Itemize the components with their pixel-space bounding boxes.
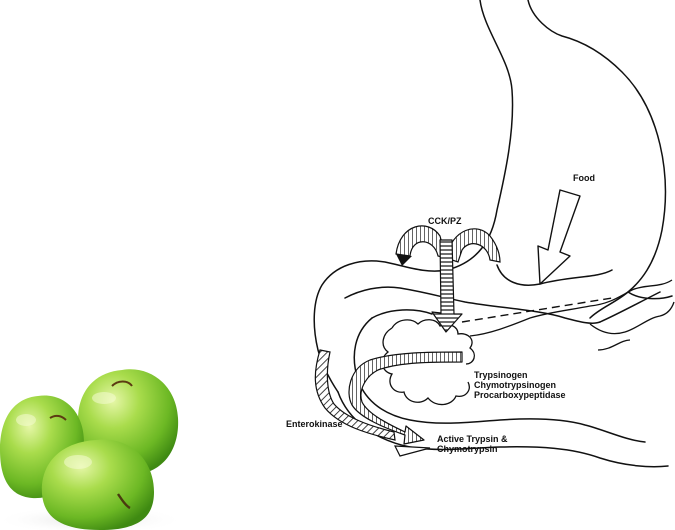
cck-pz-label: CCK/PZ — [428, 216, 462, 226]
zymogens-label: Trypsinogen Chymotrypsinogen Procarboxyp… — [474, 370, 566, 400]
food-arrow — [538, 190, 580, 284]
apple-front — [42, 440, 154, 530]
enterokinase-label: Enterokinase — [286, 419, 343, 429]
active-trypsin-line: Active Trypsin & — [437, 434, 508, 444]
zymogen-chymotrypsinogen: Chymotrypsinogen — [474, 380, 566, 390]
active-enzymes-label: Active Trypsin & Chymotrypsin — [437, 434, 508, 454]
chymotrypsin-line: Chymotrypsin — [437, 444, 508, 454]
zymogen-procarboxypeptidase: Procarboxypeptidase — [474, 390, 566, 400]
cck-pz-arrows — [396, 226, 500, 332]
zymogen-trypsinogen: Trypsinogen — [474, 370, 566, 380]
food-label: Food — [573, 173, 595, 183]
green-apples-photo — [0, 369, 185, 530]
